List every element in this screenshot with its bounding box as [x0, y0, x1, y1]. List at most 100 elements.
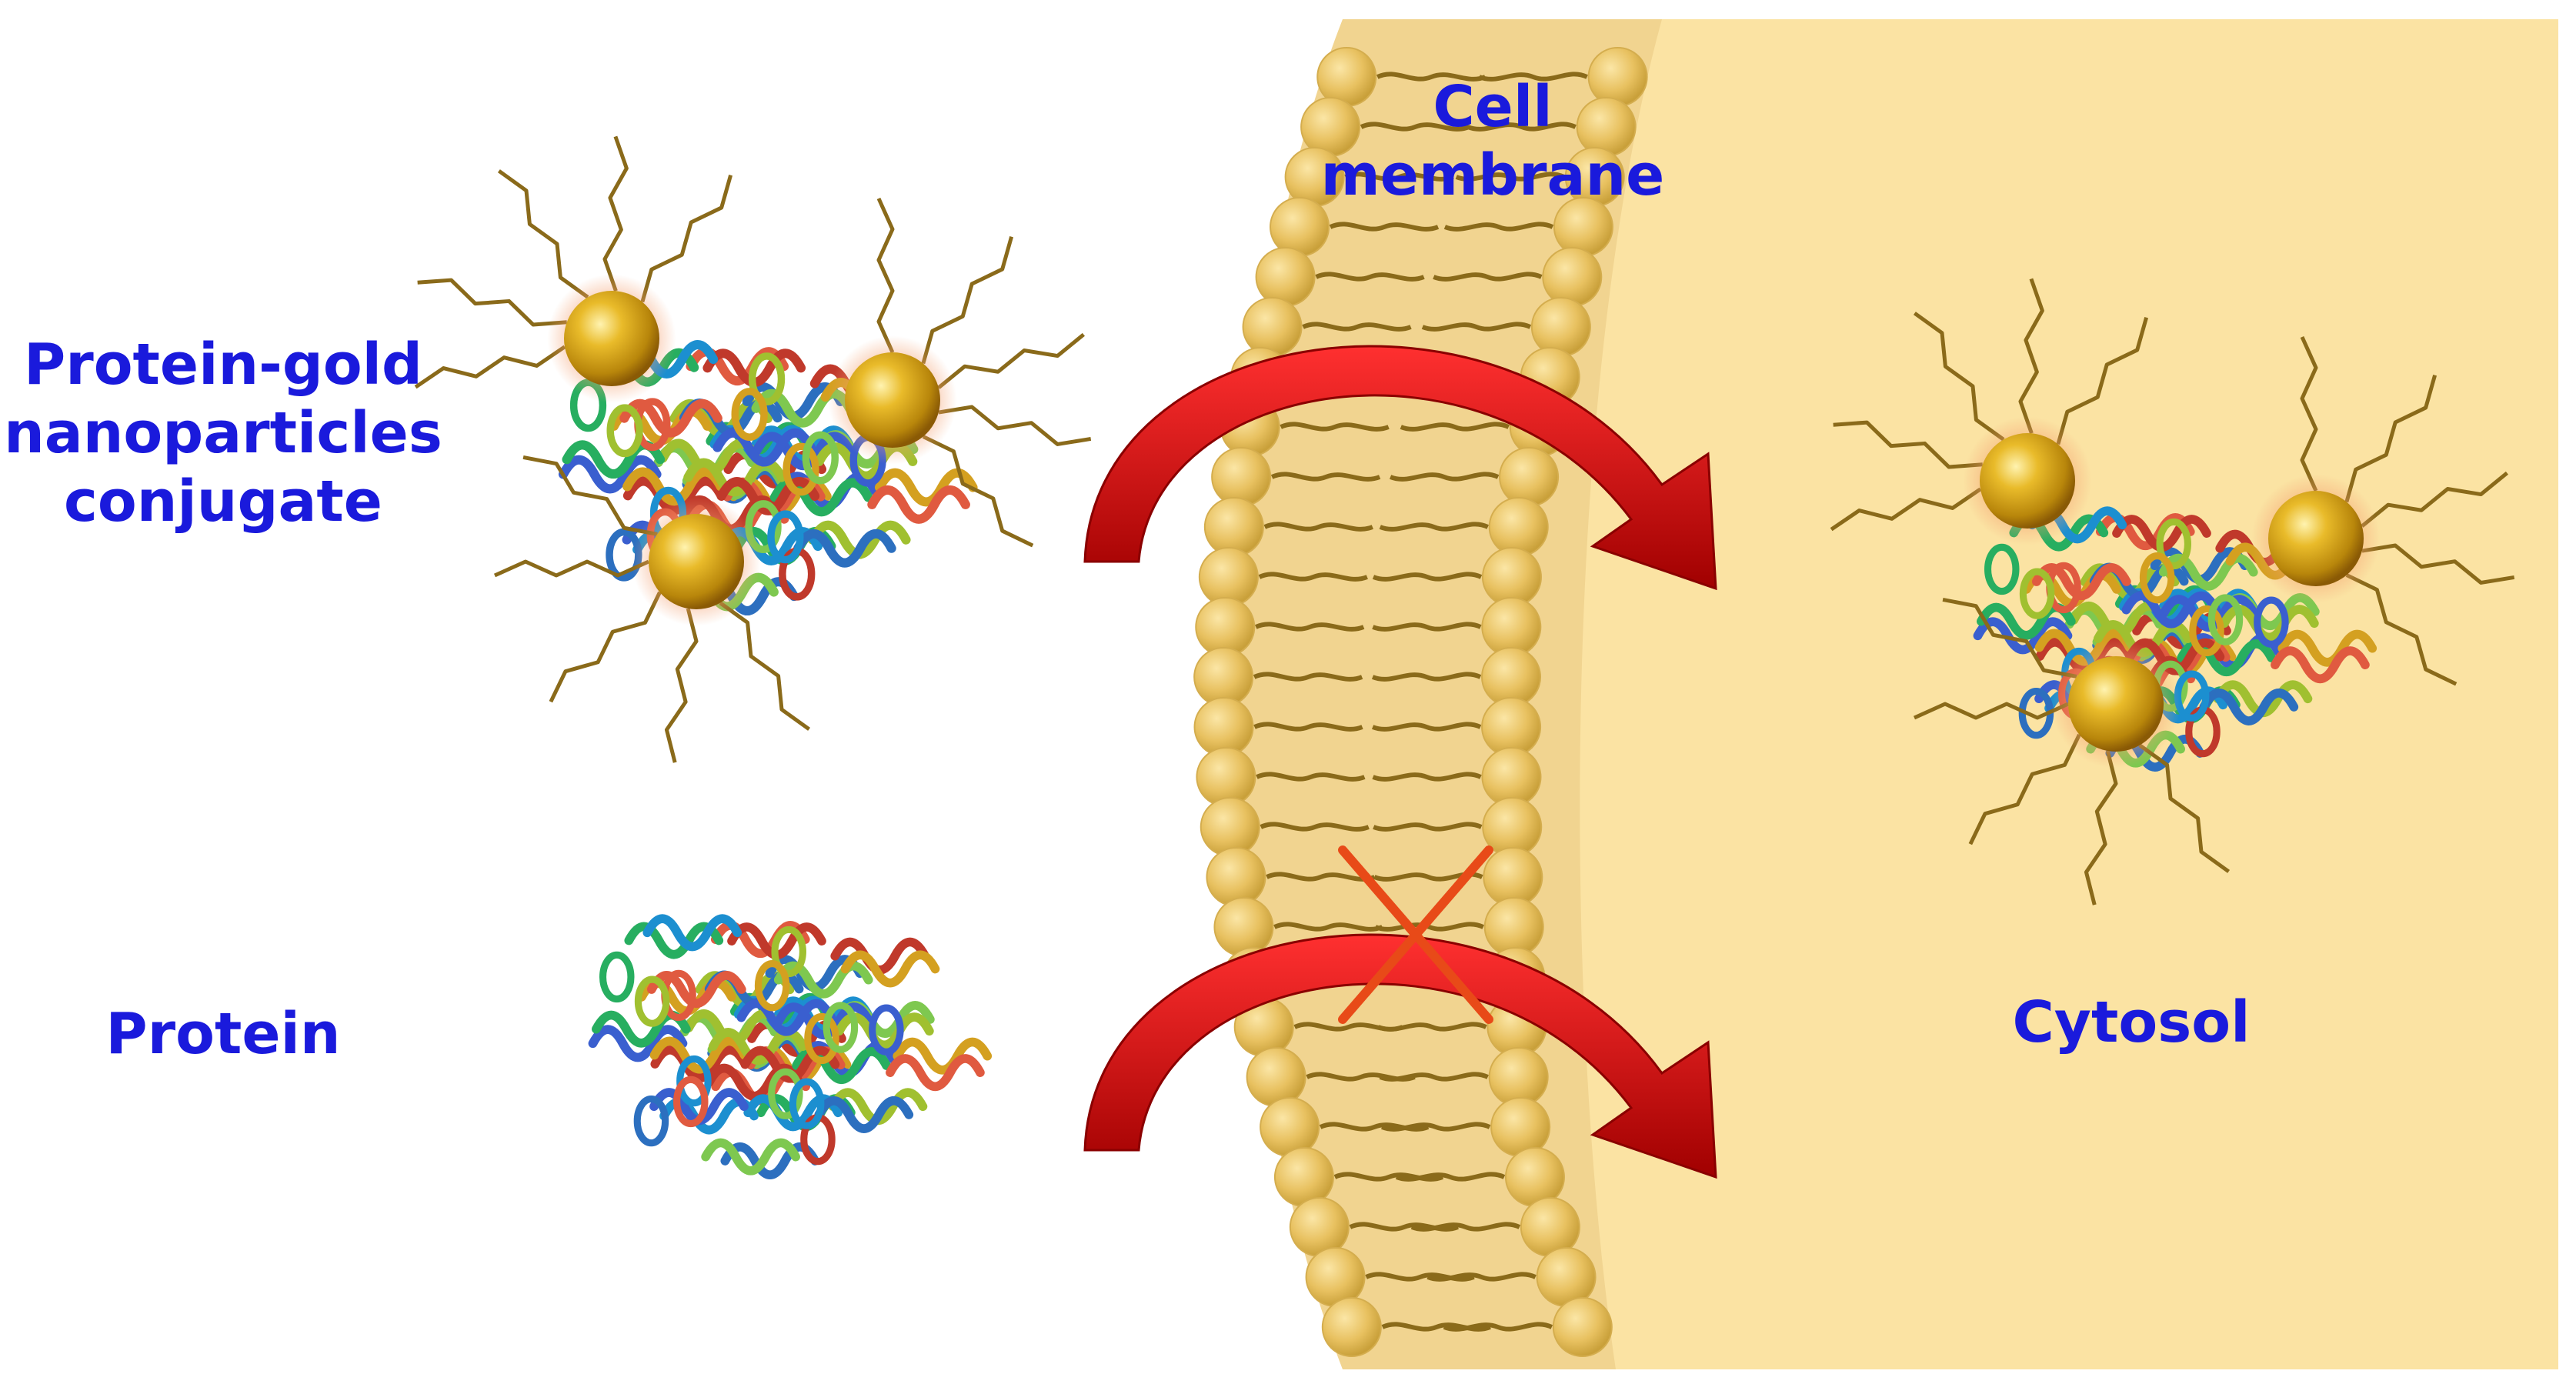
- lipid-pair: [1195, 597, 1542, 657]
- protein-strand: [712, 428, 816, 467]
- protein-gold-conjugate-label: Protein-gold nanoparticles conjugate: [0, 331, 446, 535]
- arrow-body: [1083, 345, 1717, 591]
- lipid-tail: [1443, 1322, 1553, 1332]
- protein-helix: [633, 1095, 669, 1147]
- gold-nanoparticle-icon: [1913, 598, 2231, 905]
- lipid-pair: [1273, 1147, 1565, 1207]
- gold-nanoparticle-icon: [414, 135, 733, 403]
- lipid-tail: [1381, 1322, 1491, 1332]
- protein-strand: [2271, 646, 2370, 683]
- lipid-tail: [1302, 322, 1412, 332]
- protein-strand: [716, 477, 820, 515]
- protein-strand: [893, 1037, 993, 1075]
- lipid-tail: [1395, 1172, 1506, 1182]
- protein-strand: [701, 1138, 800, 1176]
- gold-nanoparticle-icon: [1830, 278, 2149, 545]
- ligand-tail: [2344, 375, 2438, 503]
- lipid-tail: [1478, 72, 1588, 82]
- protein-strand: [622, 467, 726, 506]
- ligand-tail: [522, 455, 658, 536]
- protein-helix: [767, 510, 804, 564]
- ligand-tail: [921, 236, 1014, 365]
- lipid-pair: [1196, 747, 1542, 807]
- lipid-pair: [1198, 547, 1542, 607]
- cell-membrane-label: Cell membrane: [1293, 73, 1693, 210]
- lipid-tail: [1372, 622, 1482, 632]
- lipid-head-icon: [1260, 1097, 1320, 1157]
- ligand-tail: [549, 591, 662, 703]
- nanoparticle-core: [564, 291, 659, 386]
- lipid-head-icon: [1200, 797, 1260, 857]
- gold-nanoparticle-icon: [493, 455, 811, 763]
- ligand-tail: [493, 559, 650, 578]
- nanoparticle-core: [2068, 656, 2164, 752]
- lipid-pair: [1193, 647, 1542, 707]
- lipid-tail: [1374, 922, 1485, 932]
- protein-helix: [1984, 543, 2020, 595]
- lipid-tail: [1329, 222, 1440, 232]
- lipid-pair: [1321, 1297, 1613, 1357]
- lipid-tail: [1379, 1072, 1489, 1082]
- lipid-tail: [1389, 472, 1500, 482]
- gold-nanoparticle-icon: [2251, 335, 2515, 686]
- membrane-label-line-2: membrane: [1320, 142, 1665, 208]
- lipid-pair: [1242, 297, 1591, 357]
- ligand-tail: [2084, 750, 2118, 905]
- lipid-tail: [1253, 722, 1363, 732]
- lipid-tail: [1254, 622, 1365, 632]
- lipid-head-icon: [1488, 497, 1549, 557]
- protein-strand: [649, 1036, 749, 1074]
- ligand-tail: [1913, 702, 2070, 720]
- lipid-tail: [1426, 1272, 1537, 1282]
- lipid-head-icon: [1530, 297, 1591, 357]
- lipid-tail: [1315, 272, 1425, 282]
- lipid-tail: [1349, 1222, 1459, 1232]
- lipid-tail: [1373, 822, 1483, 832]
- arrows-layer: [1083, 345, 1717, 1179]
- ligand-tail: [1942, 598, 2077, 679]
- lipid-pair: [1255, 247, 1603, 307]
- nanoparticle-core: [1980, 433, 2075, 529]
- lipid-tail: [1410, 1222, 1521, 1232]
- arrow-body: [1083, 933, 1717, 1179]
- protein-helix: [2156, 518, 2191, 570]
- nanoparticle-core: [845, 352, 940, 448]
- lipid-pair: [1260, 1097, 1551, 1157]
- protein-strand: [2121, 591, 2221, 629]
- lipid-pair: [1270, 197, 1613, 257]
- protein-helix: [2019, 568, 2055, 619]
- protein-label: Protein: [105, 1001, 341, 1067]
- lipid-pair: [1193, 697, 1542, 757]
- protein-strand: [2031, 563, 2131, 600]
- lipid-head-icon: [1552, 1297, 1613, 1357]
- ligand-tail: [1913, 312, 2005, 442]
- protein-helix: [771, 925, 806, 978]
- protein-strand: [642, 914, 742, 952]
- lipid-tail: [1467, 122, 1577, 132]
- protein-strand: [646, 971, 746, 1008]
- lipid-tail: [1421, 322, 1532, 332]
- protein-helix: [2139, 552, 2175, 604]
- ligand-tail: [1968, 733, 2081, 845]
- lipid-tail: [1371, 672, 1482, 682]
- protein-strand: [650, 1046, 750, 1082]
- protein-helix: [754, 960, 790, 1012]
- protein-helix: [789, 1078, 825, 1129]
- conjugate-label-line-1: Protein-gold: [23, 332, 423, 398]
- ligand-tail: [2300, 335, 2318, 492]
- lipid-pair: [1300, 97, 1637, 157]
- lipid-head-icon: [1490, 1097, 1551, 1157]
- lipid-tail: [1273, 922, 1383, 932]
- protein-helix: [673, 1076, 709, 1128]
- lipid-tail: [1333, 1172, 1444, 1182]
- lipid-tail: [1381, 1122, 1491, 1132]
- lipid-pair: [1213, 897, 1544, 957]
- lipid-head-icon: [1255, 247, 1316, 307]
- protein-strand: [558, 455, 662, 494]
- ligand-tail: [2361, 543, 2515, 585]
- lipid-tail: [1433, 272, 1543, 282]
- lipid-head-icon: [1542, 247, 1603, 307]
- protein-strand: [886, 1054, 985, 1091]
- conjugate-label-line-3: conjugate: [64, 468, 382, 535]
